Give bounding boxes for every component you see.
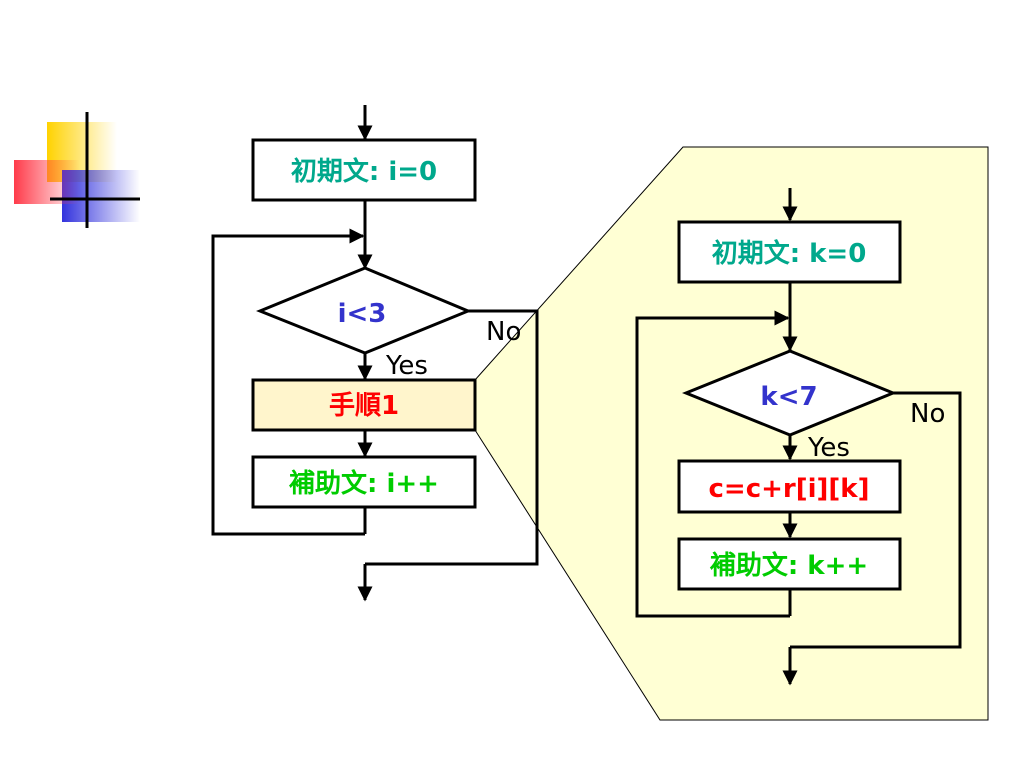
outer-no-line [365,309,539,566]
outer-step-box [251,378,477,432]
inner-loop-back-arrow [635,310,790,618]
inner-body-box [677,459,902,514]
inner-incr-label: 補助文: k++ [709,550,868,581]
decorative-logo [14,112,140,228]
inner-no-label: No [910,399,945,429]
outer-init-label: 初期文: i=0 [291,156,437,187]
outer-no-label: No [486,317,521,347]
outer-condition-label: i<3 [338,299,387,329]
outer-yes-label: Yes [385,351,428,381]
inner-flowchart [635,188,962,686]
inner-yes-label: Yes [807,433,850,463]
outer-loop-back-arrow [211,228,365,536]
outer-step-label: 手順1 [329,391,399,421]
inner-condition-diamond [681,349,897,437]
outer-flowchart [211,105,539,602]
outer-incr-box [251,455,477,509]
inner-init-label: 初期文: k=0 [712,238,867,269]
outer-init-box [251,138,477,202]
inner-incr-box [677,537,902,591]
outer-incr-label: 補助文: i++ [288,468,439,499]
outer-condition-diamond [256,266,472,355]
inner-body-label: c=c+r[i][k] [709,474,870,504]
inner-condition-label: k<7 [760,382,817,412]
inner-init-box [677,220,902,284]
inner-no-line [790,391,962,649]
